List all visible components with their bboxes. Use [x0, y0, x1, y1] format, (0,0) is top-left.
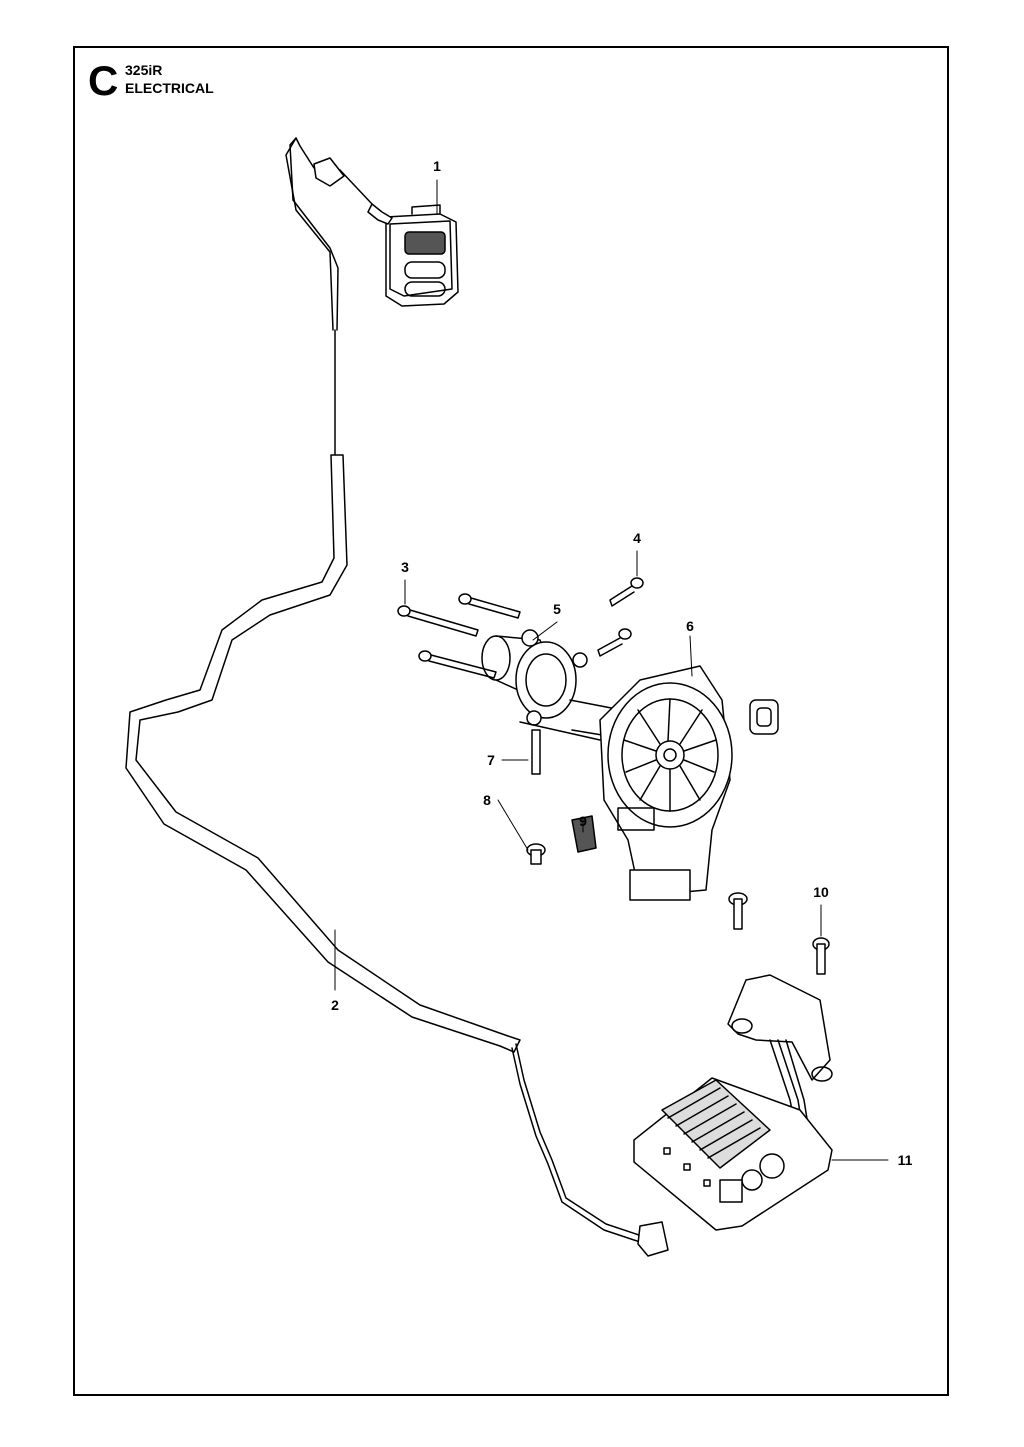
section-letter: C — [88, 57, 119, 104]
model-name: 325iR — [125, 62, 163, 78]
sensor-part — [571, 815, 597, 853]
callout-2: 2 — [331, 997, 339, 1013]
callout-7: 7 — [487, 752, 495, 768]
callout-6: 6 — [686, 618, 694, 634]
callout-5: 5 — [553, 601, 561, 617]
stator-fan-part — [599, 665, 733, 901]
callout-8: 8 — [483, 792, 491, 808]
control-panel-part — [285, 137, 459, 331]
diagram-title: ELECTRICAL — [125, 80, 214, 96]
callout-1: 1 — [433, 158, 441, 174]
leader-lines — [334, 179, 889, 1161]
callout-10: 10 — [813, 884, 829, 900]
module-bracket-part — [727, 974, 833, 1151]
screws-part — [397, 577, 644, 679]
grommet-part — [749, 699, 779, 735]
cable-harness-part — [125, 329, 669, 1257]
callout-9: 9 — [579, 813, 587, 829]
bolt-and-washer-part — [526, 729, 546, 865]
callout-3: 3 — [401, 559, 409, 575]
drawing-frame — [73, 46, 949, 1396]
motor-housing-part — [481, 629, 633, 741]
callout-11: 11 — [898, 1152, 913, 1168]
inverter-module-part — [633, 1077, 833, 1231]
callout-4: 4 — [633, 530, 641, 546]
module-screws-part — [728, 892, 830, 975]
callout-labels: 1 2 3 4 5 6 7 8 9 10 11 — [331, 158, 913, 1168]
